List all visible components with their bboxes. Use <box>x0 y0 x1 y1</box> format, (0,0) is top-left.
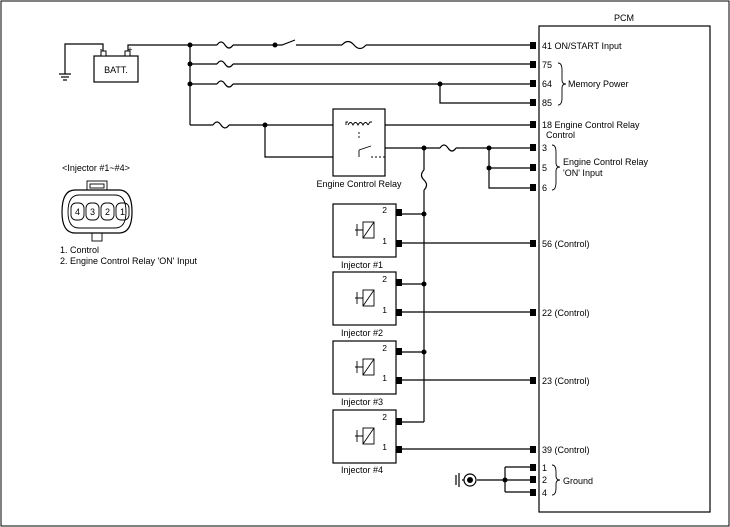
pcm-pins <box>530 42 536 496</box>
pcm-pin-22-label: 22 (Control) <box>542 308 590 318</box>
battery-label: BATT. <box>104 65 128 75</box>
injector-3-label: Injector #3 <box>341 397 383 407</box>
injector-4-pin-2: 2 <box>382 412 387 422</box>
injector-3-pin-1: 1 <box>382 373 387 383</box>
relay-coil-icon <box>347 122 369 127</box>
pcm-pin-64-label: 64 <box>542 79 552 89</box>
pcm-pin-5-label: 5 <box>542 163 547 173</box>
injector-4 <box>332 409 402 464</box>
relay-label: Engine Control Relay <box>316 179 402 189</box>
connector-pin-3: 3 <box>90 207 95 217</box>
connector-pin-2: 2 <box>105 207 110 217</box>
pcm-pin-85-label: 85 <box>542 98 552 108</box>
pcm-pin-56-label: 56 (Control) <box>542 239 590 249</box>
fuse-icon <box>216 80 234 88</box>
relay-contact-icon <box>358 145 372 157</box>
connector-pin-1: 1 <box>120 207 125 217</box>
pcm-ground-pin-2-label: 2 <box>542 475 547 485</box>
battery-positive-label: + <box>128 44 133 54</box>
injector-1 <box>332 203 402 258</box>
connector-title: <Injector #1~#4> <box>62 163 130 173</box>
ecr-on-input-label-1: Engine Control Relay <box>563 157 649 167</box>
pcm-pin-39-label: 39 (Control) <box>542 445 590 455</box>
ground-label: Ground <box>563 476 593 486</box>
injector-4-pin-1: 1 <box>382 442 387 452</box>
injector-1-pin-2: 2 <box>382 205 387 215</box>
injector-2-label: Injector #2 <box>341 328 383 338</box>
pcm-pin-75-label: 75 <box>542 60 552 70</box>
pcm-pin-23-label: 23 (Control) <box>542 376 590 386</box>
body-ground-icon <box>455 473 477 487</box>
battery-negative-label: - <box>100 44 103 54</box>
pcm-pin-6-label: 6 <box>542 183 547 193</box>
engine-control-relay <box>332 108 386 177</box>
fuse-icon <box>216 41 234 49</box>
ignition-switch-icon <box>275 39 296 46</box>
fuse-icon <box>212 121 230 129</box>
ecr-on-input-label-2: 'ON' Input <box>563 168 603 178</box>
memory-power-brace <box>557 62 567 106</box>
injector-1-pin-1: 1 <box>382 236 387 246</box>
battery: BATT. - + <box>93 44 139 83</box>
injector-3-pin-2: 2 <box>382 343 387 353</box>
pcm-ground-pin-1-label: 1 <box>542 463 547 473</box>
pcm-ground-pin-4-label: 4 <box>542 488 547 498</box>
fuse-icon <box>216 60 234 68</box>
chassis-ground-icon <box>59 73 71 81</box>
injector-4-label: Injector #4 <box>341 465 383 475</box>
injector-2-pin-1: 1 <box>382 305 387 315</box>
pcm-pin-18-label: 18 Engine Control Relay <box>542 120 640 130</box>
pcm-box <box>538 25 711 513</box>
memory-power-label: Memory Power <box>568 79 629 89</box>
pcm-pin-41-label: 41 ON/START Input <box>542 41 622 51</box>
fuse-icon <box>420 169 428 191</box>
fuse-icon <box>439 144 457 152</box>
injector-2 <box>332 271 402 326</box>
injector-1-label: Injector #1 <box>341 260 383 270</box>
injector-connector-icon <box>61 180 133 242</box>
injector-2-pin-2: 2 <box>382 274 387 284</box>
fuse-icon <box>341 40 367 50</box>
injector-3 <box>332 340 402 395</box>
connector-legend-1: 1. Control <box>60 245 99 255</box>
connector-legend-2: 2. Engine Control Relay 'ON' Input <box>60 256 198 266</box>
pcm-title: PCM <box>614 13 634 23</box>
connector-pin-4: 4 <box>75 207 80 217</box>
ground-brace <box>551 464 561 496</box>
ecr-on-input-brace <box>551 144 561 191</box>
pcm-pin-3-label: 3 <box>542 143 547 153</box>
pcm-pin-18-label-cont: Control <box>546 130 575 140</box>
